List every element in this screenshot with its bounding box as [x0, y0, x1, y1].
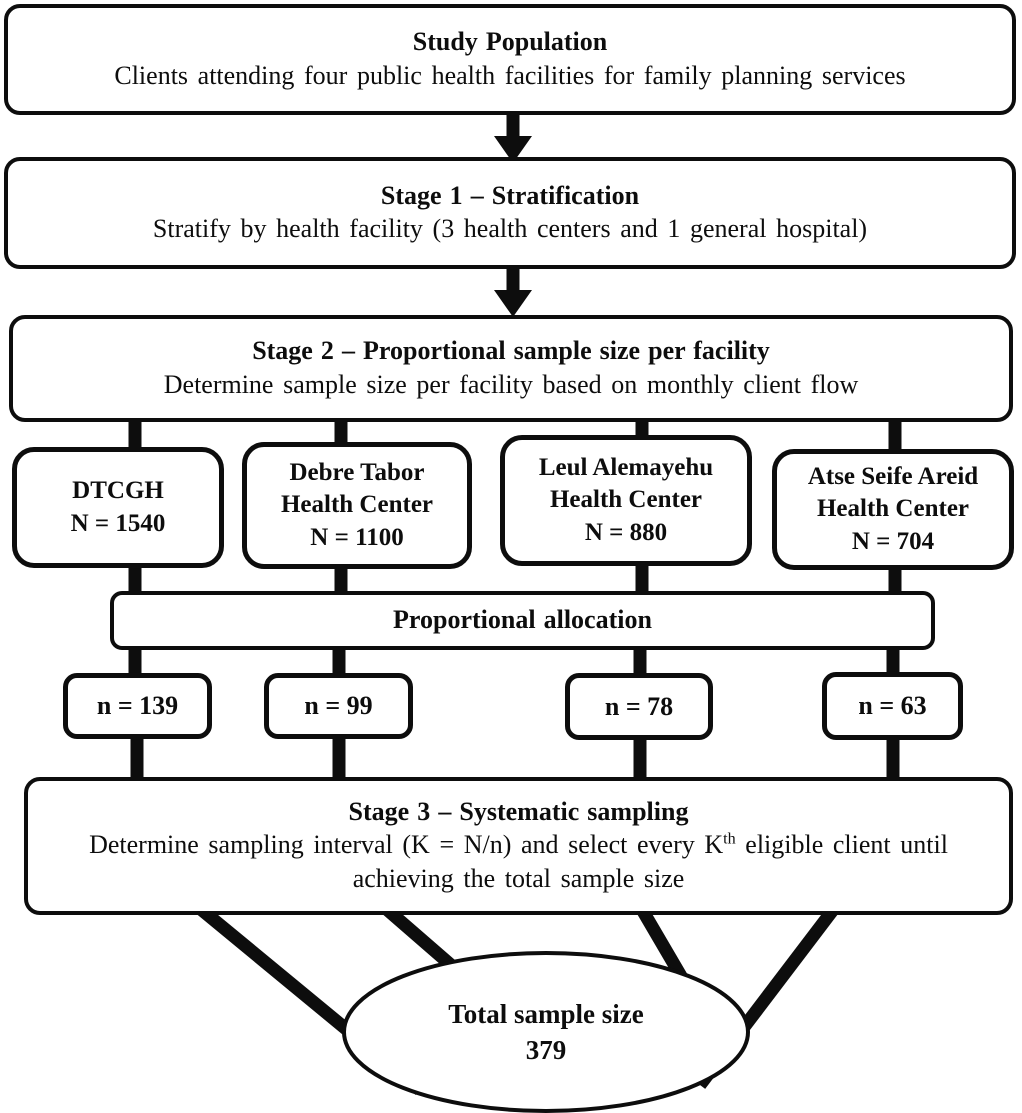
facility-population: N = 1540: [70, 509, 166, 537]
facility-box-debre-tabor: Debre Tabor Health Center N = 1100: [242, 442, 472, 569]
facility-box-leul-alemayehu: Leul Alemayehu Health Center N = 880: [500, 435, 752, 566]
sample-box-n99: n = 99: [264, 673, 413, 739]
stage3-description-line2: achieving the total sample size: [352, 864, 685, 894]
facility-name-line2: Health Center: [549, 486, 703, 514]
stage2-title: Stage 2 – Proportional sample size per f…: [252, 336, 770, 366]
stage3-description-line1: Determine sampling interval (K = N/n) an…: [89, 830, 724, 860]
stage1-description: Stratify by health facility (3 health ce…: [152, 214, 868, 244]
study-population-title: Study Population: [412, 27, 608, 57]
stage3-title: Stage 3 – Systematic sampling: [348, 796, 689, 826]
facility-population: N = 880: [584, 518, 668, 546]
study-population-description: Clients attending four public health fac…: [114, 60, 906, 90]
facility-name-line2: Health Center: [280, 491, 434, 519]
stage2-description: Determine sample size per facility based…: [163, 369, 859, 399]
stage3-box: Stage 3 – Systematic sampling Determine …: [24, 777, 1013, 915]
total-sample-ellipse: [342, 951, 750, 1113]
stage3-description: Determine sampling interval (K = N/n) an…: [89, 828, 948, 896]
total-sample-size-label: Total sample size 379: [346, 986, 746, 1078]
study-population-box: Study Population Clients attending four …: [4, 4, 1016, 115]
sample-box-n139: n = 139: [63, 673, 212, 739]
facility-box-atse-seife-areid: Atse Seife Areid Health Center N = 704: [772, 449, 1014, 570]
facility-name: Debre Tabor: [289, 458, 425, 486]
facility-name: Leul Alemayehu: [538, 453, 714, 481]
sample-label: n = 139: [96, 691, 179, 720]
sample-box-n78: n = 78: [565, 673, 713, 740]
stage2-box: Stage 2 – Proportional sample size per f…: [9, 315, 1013, 422]
sample-label: n = 63: [858, 691, 927, 720]
proportional-allocation-box: Proportional allocation: [110, 591, 935, 650]
facility-name-line2: Health Center: [816, 495, 970, 523]
stage1-box: Stage 1 – Stratification Stratify by hea…: [4, 157, 1016, 269]
facility-box-dtcgh: DTCGH N = 1540: [12, 447, 224, 568]
facility-name: DTCGH: [72, 477, 164, 504]
proportional-allocation-title: Proportional allocation: [393, 605, 652, 635]
sample-label: n = 78: [604, 691, 674, 721]
sample-label: n = 99: [304, 691, 373, 720]
stage3-description-line1-end: eligible client until: [735, 830, 948, 860]
total-sample-size-title: Total sample size: [448, 998, 644, 1029]
facility-population: N = 704: [851, 527, 935, 555]
facility-population: N = 1100: [310, 523, 404, 551]
facility-name: Atse Seife Areid: [807, 462, 979, 490]
total-sample-size-value: 379: [525, 1035, 567, 1065]
sample-box-n63: n = 63: [822, 672, 963, 740]
ordinal-superscript: th: [723, 830, 736, 848]
stage1-title: Stage 1 – Stratification: [380, 180, 640, 210]
